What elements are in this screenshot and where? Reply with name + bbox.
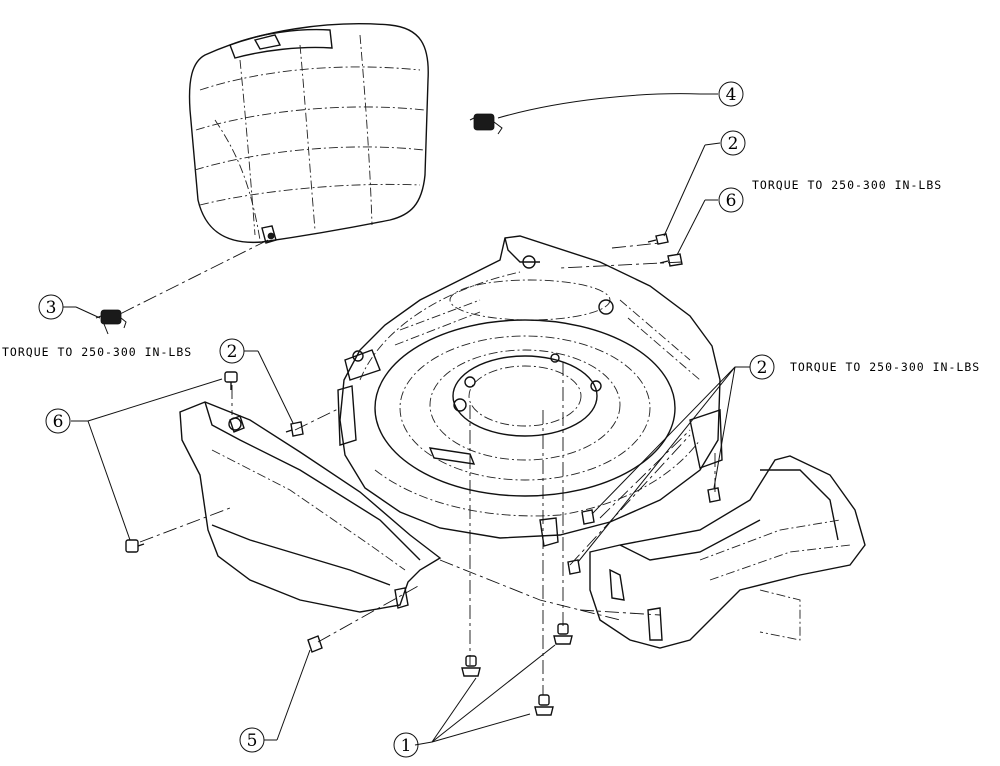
bolt-1a	[461, 655, 481, 677]
screw-6-lower-left	[125, 539, 145, 553]
callout-4: 4	[718, 81, 744, 107]
screw-2-right-c	[707, 487, 721, 503]
rod-centerline	[111, 239, 269, 319]
torsion-spring-top	[469, 113, 503, 135]
torque-note-top-right: TORQUE TO 250-300 IN-LBS	[752, 178, 942, 192]
screw-2-left	[285, 421, 304, 437]
leader-lines	[63, 93, 750, 746]
callout-3-number: 3	[46, 298, 57, 318]
assembly-lines	[139, 242, 716, 695]
callout-4-number: 4	[726, 85, 737, 105]
callout-6-top-number: 6	[726, 191, 737, 211]
torsion-spring-left	[95, 309, 127, 335]
mower-deck	[337, 235, 723, 547]
callout-2-top-number: 2	[728, 134, 739, 154]
callout-2-left: 2	[219, 338, 245, 364]
screw-2-right-b	[567, 559, 581, 575]
callout-6-left-number: 6	[53, 412, 64, 432]
callout-5: 5	[239, 727, 265, 753]
callout-1: 1	[393, 732, 419, 758]
callout-2-top: 2	[720, 130, 746, 156]
front-skirt	[179, 401, 442, 613]
screw-2-right-a	[581, 509, 595, 525]
callout-2-left-number: 2	[227, 342, 238, 362]
screw-2-top	[647, 233, 669, 245]
rear-handle-bracket	[589, 455, 866, 649]
screw-6-top	[659, 253, 683, 267]
callout-5-number: 5	[247, 731, 258, 751]
bolt-1b	[534, 694, 554, 716]
torque-note-right: TORQUE TO 250-300 IN-LBS	[790, 360, 980, 374]
callout-6-top: 6	[718, 187, 744, 213]
callout-3: 3	[38, 294, 64, 320]
callout-2-right: 2	[749, 354, 775, 380]
callout-2-right-number: 2	[757, 358, 768, 378]
callout-1-number: 1	[401, 736, 412, 756]
bolt-1c	[553, 623, 573, 645]
rear-flap-cover	[188, 23, 429, 244]
screw-6-upper-left	[224, 371, 238, 390]
callout-6-left: 6	[45, 408, 71, 434]
clip-5	[307, 635, 323, 653]
torque-note-left: TORQUE TO 250-300 IN-LBS	[2, 345, 192, 359]
